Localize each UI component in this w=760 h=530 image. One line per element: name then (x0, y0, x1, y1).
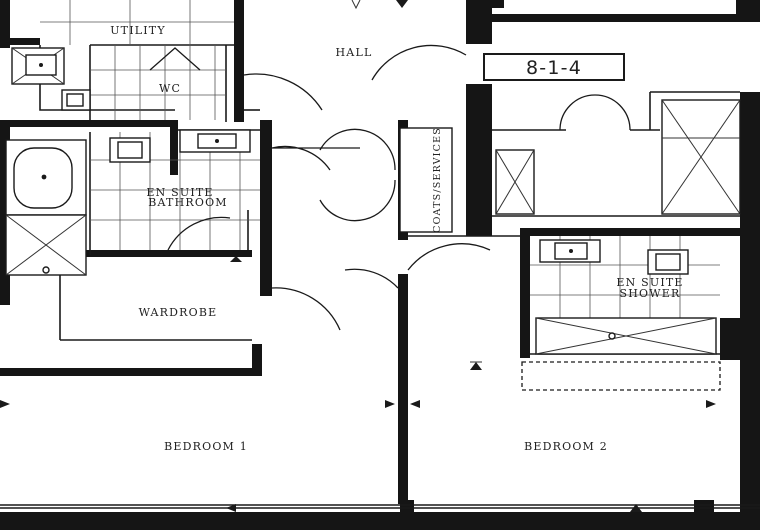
wardrobe-right-icon (661, 99, 741, 215)
label-wardrobe: Wardrobe (139, 306, 218, 319)
tile-grid-utility-wc (40, 0, 234, 120)
label-wc: WC (159, 82, 181, 95)
label-bedroom-2: Bedroom 2 (524, 440, 608, 453)
label-en-suite-bathroom-1: En Suite (146, 186, 213, 199)
label-en-suite-bathroom-2: Bathroom (148, 196, 228, 209)
bathroom-basin-icon (179, 129, 251, 153)
storage-cupboard-icon (495, 149, 535, 215)
utility-sink-icon (11, 47, 65, 85)
label-bedroom-1: Bedroom 1 (164, 440, 248, 453)
shower-tray-icon (5, 214, 87, 276)
wc-door-icon (149, 47, 201, 71)
doors (167, 44, 631, 331)
wc-basin-icon (61, 89, 91, 111)
bathroom-toilet-icon (109, 137, 151, 163)
label-coats-services: Coats/Services (432, 127, 443, 233)
bathtub-icon (5, 139, 87, 216)
label-en-suite-shower-1: En Suite (616, 276, 683, 289)
unit-number-box (483, 53, 625, 81)
unit-number: 8-1-4 (526, 57, 582, 79)
shower-enclosure-icon (535, 317, 717, 355)
shower-toilet-icon (647, 249, 689, 275)
label-utility: Utility (110, 24, 166, 37)
label-en-suite-shower-2: Shower (620, 287, 681, 300)
shower-basin-icon (539, 239, 601, 263)
label-hall: Hall (336, 46, 373, 59)
coats-cupboard (399, 127, 453, 233)
markers (0, 0, 716, 512)
dashed-outline (521, 361, 721, 391)
